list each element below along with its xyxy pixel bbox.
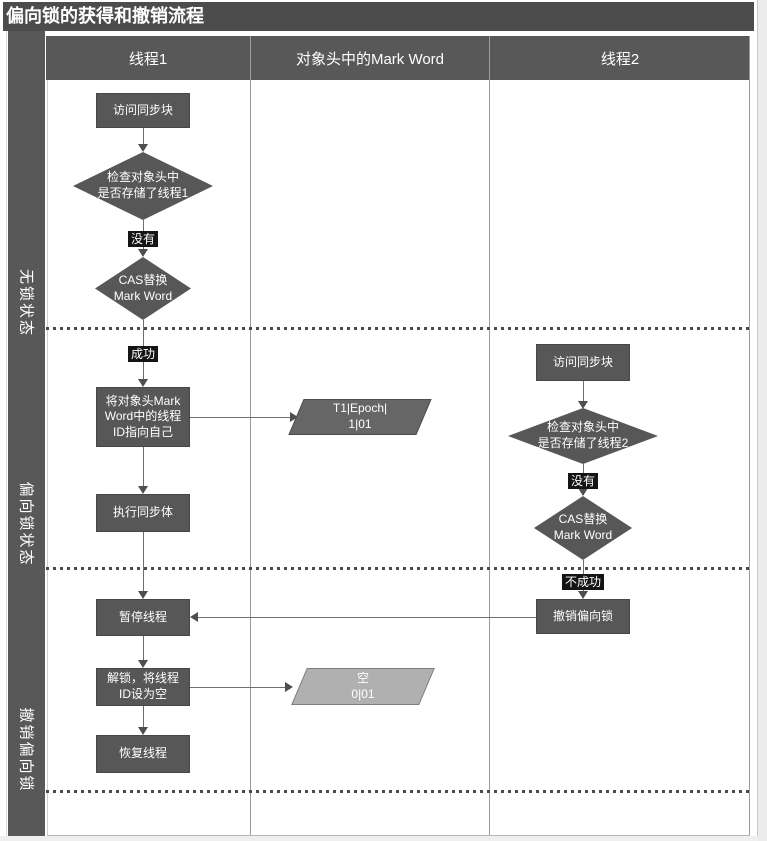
data-mark-word-empty: 空 0|01 <box>290 668 436 705</box>
lane-label-revoke-biased-lock: 撤销偏向锁 <box>17 707 35 793</box>
process-t1-execute-sync-body: 执行同步体 <box>96 494 190 532</box>
column-header-thread1: 线程1 <box>46 36 250 80</box>
tag-t1-no: 没有 <box>127 231 159 247</box>
arrowhead-down <box>578 488 588 496</box>
lane-label-lock-free: 无锁状态 <box>17 268 35 338</box>
decision-t2-cas-replace-mark-word: CAS替换 Mark Word <box>534 496 632 560</box>
right-page-margin <box>758 0 767 841</box>
grid-separator-2 <box>489 36 490 835</box>
phase-separator-2 <box>46 567 750 570</box>
process-t1-resume-thread: 恢复线程 <box>96 735 190 773</box>
page-title: 偏向锁的获得和撤销流程 <box>3 2 754 31</box>
flow-line <box>583 381 584 403</box>
flow-line <box>143 532 144 593</box>
flow-line <box>143 706 144 729</box>
arrowhead-down <box>138 591 148 599</box>
flow-line <box>143 128 144 146</box>
arrowhead-down <box>578 401 588 409</box>
grid-bottom-border <box>47 835 750 836</box>
flow-line <box>190 687 285 688</box>
process-t2-access-sync-block: 访问同步块 <box>536 344 630 381</box>
column-header-mark-word: 对象头中的Mark Word <box>251 36 489 80</box>
arrowhead-right <box>290 412 298 422</box>
data-mark-word-biased: T1|Epoch| 1|01 <box>287 399 433 435</box>
tag-t1-success: 成功 <box>127 346 159 362</box>
arrowhead-left <box>190 612 198 622</box>
decision-t2-check-object-header: 检查对象头中 是否存储了线程2 <box>508 408 658 464</box>
lane-label-biased-lock: 偏向锁状态 <box>17 481 35 567</box>
tag-t2-unsuccessful: 不成功 <box>561 574 605 590</box>
process-t1-set-thread-id: 将对象头Mark Word中的线程 ID指向自己 <box>96 387 190 447</box>
decision-t1-check-object-header: 检查对象头中 是否存储了线程1 <box>73 152 213 220</box>
process-t2-revoke-biased-lock: 撤销偏向锁 <box>536 599 630 634</box>
bottom-page-margin <box>0 836 758 841</box>
flow-line <box>143 636 144 662</box>
arrowhead-down <box>138 486 148 494</box>
process-t1-unlock-clear-thread-id: 解锁，将线程 ID设为空 <box>96 668 190 706</box>
left-page-edge <box>6 31 7 836</box>
flow-line <box>197 617 536 618</box>
right-page-edge-line <box>757 0 758 841</box>
process-t1-access-sync-block: 访问同步块 <box>96 93 190 128</box>
grid-right-border <box>749 36 750 835</box>
arrowhead-down <box>138 144 148 152</box>
decision-t1-cas-replace-mark-word: CAS替换 Mark Word <box>95 257 191 320</box>
lane-sidebar <box>8 31 45 836</box>
arrowhead-right <box>285 682 293 692</box>
process-t1-pause-thread: 暂停线程 <box>96 599 190 636</box>
grid-left-border <box>47 80 48 835</box>
phase-separator-1 <box>46 327 750 330</box>
tag-t2-no: 没有 <box>567 473 599 489</box>
arrowhead-down <box>138 249 148 257</box>
column-header-thread2: 线程2 <box>490 36 750 80</box>
arrowhead-down <box>138 727 148 735</box>
grid-separator-1 <box>250 36 251 835</box>
flow-line <box>190 417 290 418</box>
arrowhead-down <box>138 379 148 387</box>
arrowhead-down <box>578 591 588 599</box>
flow-line <box>143 447 144 488</box>
arrowhead-down <box>138 660 148 668</box>
phase-separator-3 <box>46 790 750 793</box>
